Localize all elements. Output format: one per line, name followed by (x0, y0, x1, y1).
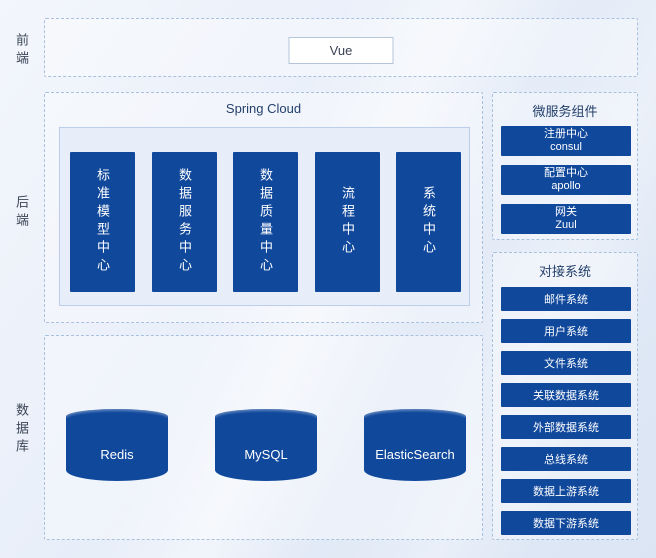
center-node-system: 系统中心 (396, 152, 461, 292)
integration-node-user: 用户系统 (501, 319, 631, 343)
integration-node-upstream-data: 数据上游系统 (501, 479, 631, 503)
database-section: Redis MySQL ElasticSearch (44, 335, 483, 540)
integration-node-file: 文件系统 (501, 351, 631, 375)
cylinder-body (215, 416, 317, 481)
cylinder-top (364, 409, 466, 424)
database-label-mysql: MySQL (244, 447, 288, 462)
center-node-data-service: 数据服务中心 (152, 152, 217, 292)
cylinder-top (66, 409, 168, 424)
integrations-title: 对接系统 (538, 264, 591, 279)
database-label-elasticsearch: ElasticSearch (375, 447, 455, 462)
microservice-node-label: 注册中心 (544, 128, 588, 140)
microservice-node-label: 配置中心 (544, 167, 588, 179)
database-cylinder-elasticsearch: ElasticSearch (364, 409, 466, 481)
microservice-node-sublabel: consul (550, 141, 582, 153)
cylinder-top (215, 409, 317, 424)
microservices-title: 微服务组件 (532, 104, 598, 119)
integrations-section: 对接系统 邮件系统 用户系统 文件系统 关联数据系统 外部数据系统 总线系统 数… (492, 252, 638, 540)
database-cylinder-mysql: MySQL (215, 409, 317, 481)
microservice-node-sublabel: Zuul (555, 219, 577, 231)
microservice-node-config: 配置中心 apollo (501, 165, 631, 195)
microservice-node-gateway: 网关 Zuul (501, 204, 631, 234)
center-node-standard-model: 标准模型中心 (70, 152, 135, 292)
cylinder-body (66, 416, 168, 481)
microservice-node-sublabel: apollo (551, 180, 581, 192)
database-cylinder-redis: Redis (66, 409, 168, 481)
integration-node-downstream-data: 数据下游系统 (501, 511, 631, 535)
integration-node-mail: 邮件系统 (501, 287, 631, 311)
layer-label-database: 数据库 (14, 403, 29, 457)
microservice-node-registry: 注册中心 consul (501, 126, 631, 156)
backend-section: Spring Cloud 标准模型中心 数据服务中心 数据质量中心 流程中心 系… (44, 92, 483, 323)
vue-node: Vue (288, 37, 394, 64)
database-label-redis: Redis (100, 447, 134, 462)
microservice-node-label: 网关 (555, 206, 577, 218)
integration-node-related-data: 关联数据系统 (501, 383, 631, 407)
spring-cloud-title: Spring Cloud (225, 101, 302, 116)
integration-node-external-data: 外部数据系统 (501, 415, 631, 439)
cylinder-body (364, 416, 466, 481)
center-node-data-quality: 数据质量中心 (233, 152, 298, 292)
center-node-process: 流程中心 (315, 152, 380, 292)
layer-label-backend: 后端 (14, 195, 29, 231)
microservices-section: 微服务组件 注册中心 consul 配置中心 apollo 网关 Zuul (492, 92, 638, 240)
layer-label-frontend: 前端 (14, 33, 29, 69)
frontend-section: Vue (44, 18, 638, 77)
spring-cloud-container: 标准模型中心 数据服务中心 数据质量中心 流程中心 系统中心 (59, 127, 470, 306)
integration-node-bus: 总线系统 (501, 447, 631, 471)
